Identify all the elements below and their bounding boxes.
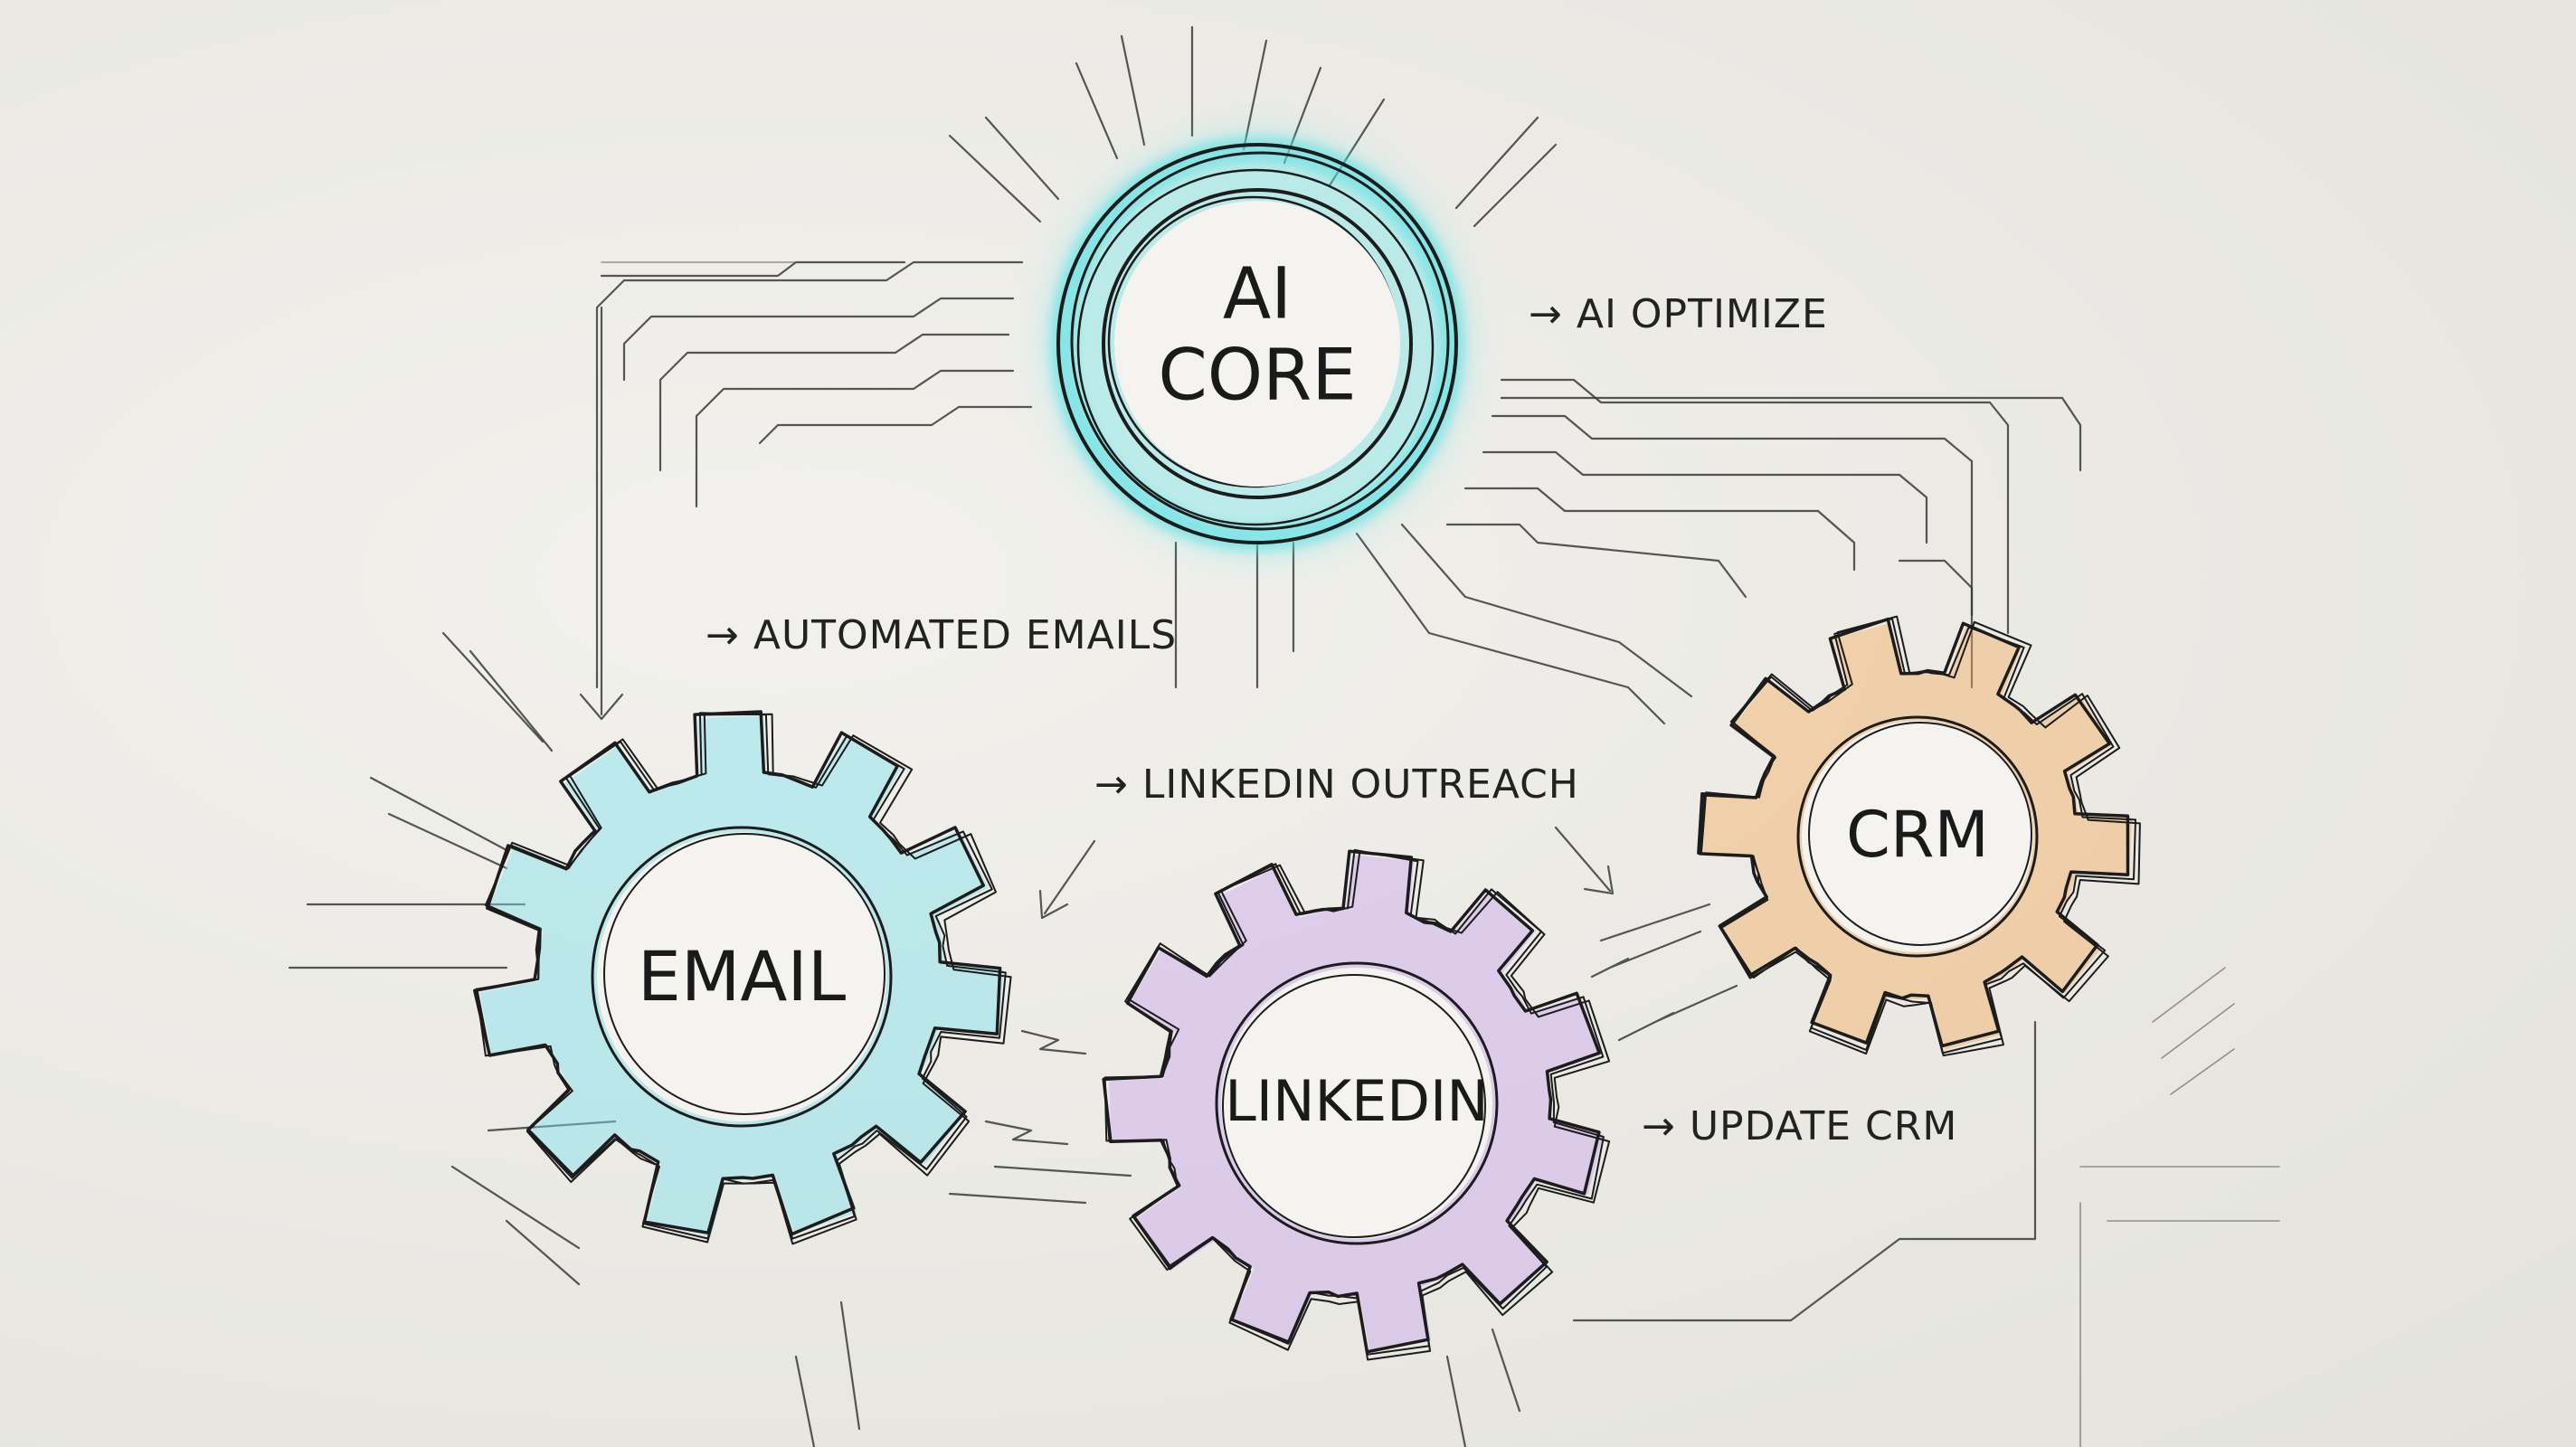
ai-core-label-line2: CORE	[1158, 335, 1356, 416]
ai-core-label-line1: AI	[1223, 253, 1292, 335]
email-label: EMAIL	[638, 936, 846, 1017]
ai-optimize-annotation: → AI OPTIMIZE	[1529, 291, 1828, 337]
arrow-icon	[1040, 841, 1094, 918]
update-crm-annotation: → UPDATE CRM	[1642, 1103, 1957, 1149]
automated-emails-annotation: → AUTOMATED EMAILS	[706, 612, 1177, 658]
crm-node: CRM	[1698, 617, 2140, 1056]
linkedin-node: LINKEDIN	[1103, 850, 1609, 1360]
linkedin-outreach-annotation: → LINKEDIN OUTREACH	[1094, 761, 1579, 808]
ai-core-node: AI CORE	[1049, 136, 1465, 552]
crm-label: CRM	[1846, 798, 1989, 872]
linkedin-label: LINKEDIN	[1225, 1068, 1488, 1134]
email-node: EMAIL	[475, 712, 1011, 1244]
arrow-icon	[1556, 828, 1613, 894]
